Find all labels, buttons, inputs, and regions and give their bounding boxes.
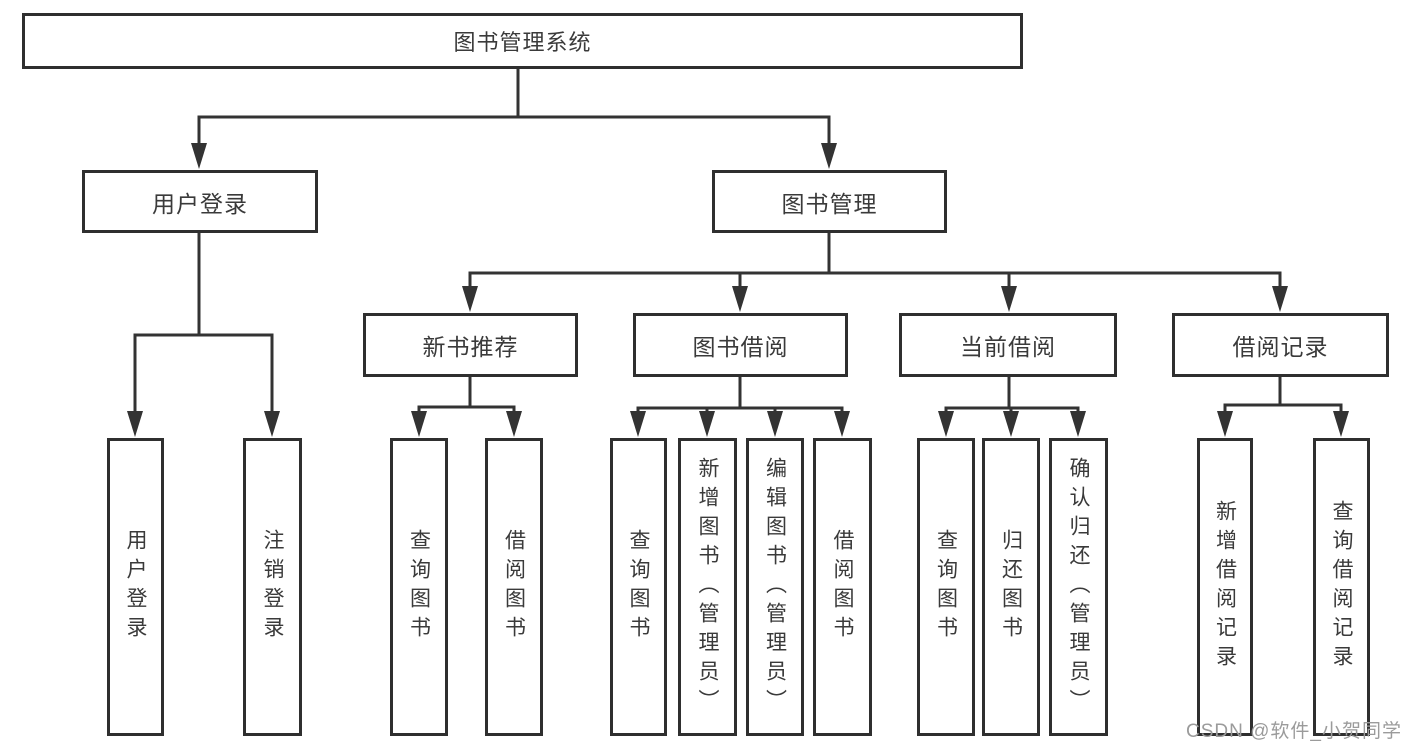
leaf-label: 用户登录 [124, 529, 147, 645]
connector-new-book-split [417, 377, 516, 415]
leaf-label: 查询图书 [934, 529, 958, 645]
arrowhead-icon [506, 411, 522, 437]
arrowhead-icon [834, 411, 850, 437]
leaf-logout: 注销登录 [243, 438, 302, 736]
arrowhead-icon [191, 143, 207, 169]
leaf-add-book-admin: 新增图书（管理员） [678, 438, 737, 736]
arrowhead-icon [767, 411, 783, 437]
leaf-query-books-borrowing: 查询图书 [610, 438, 667, 736]
leaf-add-borrow-record: 新增借阅记录 [1197, 438, 1253, 736]
node-label: 图书管理 [781, 190, 878, 217]
leaf-borrow-books-borrowing: 借阅图书 [813, 438, 872, 736]
arrowhead-icon [1217, 411, 1233, 437]
node-label: 当前借阅 [960, 334, 1056, 360]
arrowhead-icon [938, 411, 954, 437]
leaf-edit-book-admin: 编辑图书（管理员） [746, 438, 804, 736]
connector-book-borrow-split [636, 377, 844, 415]
leaf-label: 确认归还（管理员） [1067, 456, 1090, 718]
leaf-label: 新增借阅记录 [1213, 500, 1237, 674]
connector-book-mgmt-split [468, 233, 1282, 288]
leaf-label: 借阅图书 [502, 529, 526, 645]
arrowhead-icon [1333, 411, 1349, 437]
node-new-book-recommendation: 新书推荐 [363, 313, 578, 377]
node-label: 图书管理系统 [453, 30, 592, 55]
leaf-query-borrow-record: 查询借阅记录 [1313, 438, 1370, 736]
leaf-label: 注销登录 [261, 529, 284, 645]
arrowhead-icon [1001, 286, 1017, 312]
arrowhead-icon [1003, 411, 1019, 437]
node-label: 借阅记录 [1232, 334, 1329, 360]
arrowhead-icon [821, 143, 837, 169]
leaf-confirm-return-admin: 确认归还（管理员） [1049, 438, 1108, 736]
arrowhead-icon [462, 286, 478, 312]
arrowhead-icon [1272, 286, 1288, 312]
leaf-user-login: 用户登录 [107, 438, 164, 736]
arrowhead-icon [1070, 411, 1086, 437]
leaf-label: 编辑图书（管理员） [763, 456, 787, 718]
leaf-query-books-recommend: 查询图书 [390, 438, 448, 736]
node-library-management-system: 图书管理系统 [22, 13, 1023, 69]
node-user-login: 用户登录 [82, 170, 318, 233]
leaf-label: 查询图书 [407, 529, 431, 645]
leaf-label: 归还图书 [999, 529, 1023, 645]
leaf-return-books: 归还图书 [982, 438, 1040, 736]
arrowhead-icon [411, 411, 427, 437]
leaf-label: 借阅图书 [831, 529, 854, 645]
arrowhead-icon [630, 411, 646, 437]
arrowhead-icon [699, 411, 715, 437]
node-label: 图书借阅 [692, 334, 789, 360]
leaf-label: 新增图书（管理员） [696, 456, 719, 718]
node-borrowing-records: 借阅记录 [1172, 313, 1389, 377]
connector-root-split [197, 69, 831, 148]
watermark: CSDN @软件_小贺同学 [1186, 721, 1402, 742]
node-label: 用户登录 [152, 190, 248, 217]
node-current-borrowing: 当前借阅 [899, 313, 1117, 377]
connector-user-login-split [133, 233, 274, 415]
leaf-query-books-current: 查询图书 [917, 438, 975, 736]
leaf-label: 查询借阅记录 [1330, 500, 1353, 674]
node-label: 新书推荐 [422, 334, 519, 360]
connector-current-borrow-split [944, 377, 1080, 415]
connector-records-split [1223, 377, 1343, 415]
arrowhead-icon [732, 286, 748, 312]
arrowhead-icon [264, 411, 280, 437]
arrowhead-icon [127, 411, 143, 437]
node-book-management: 图书管理 [712, 170, 947, 233]
leaf-label: 查询图书 [627, 529, 650, 645]
leaf-borrow-books-recommend: 借阅图书 [485, 438, 543, 736]
node-book-borrowing: 图书借阅 [633, 313, 848, 377]
